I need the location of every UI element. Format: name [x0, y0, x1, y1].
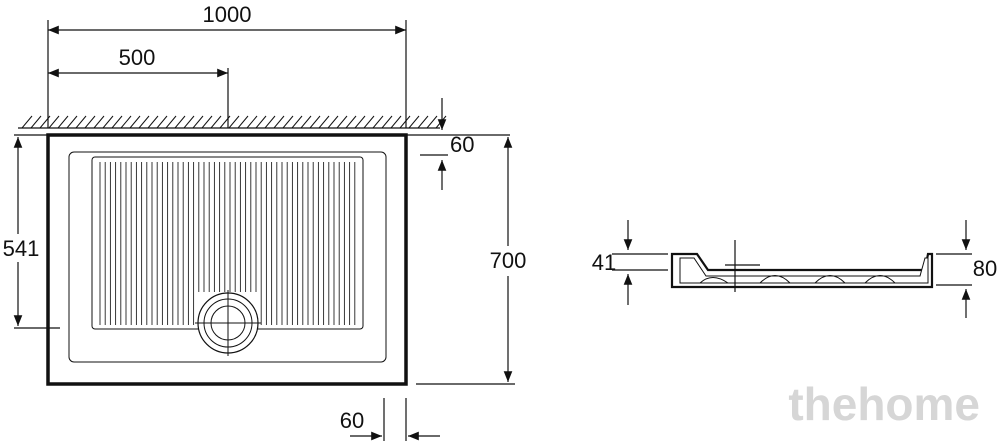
hatch-line: [102, 115, 114, 129]
hatch-line: [201, 115, 213, 129]
hatch-line: [309, 115, 321, 129]
dimension-section-height: 80: [936, 220, 997, 318]
drain-icon: [195, 290, 261, 356]
hatch-line: [138, 115, 150, 129]
hatch-line: [417, 115, 429, 129]
hatch-line: [327, 115, 339, 129]
hatch-line: [111, 115, 123, 129]
dimension-label-1000: 1000: [203, 2, 252, 27]
hatch-line: [426, 115, 438, 129]
hatch-line: [336, 115, 348, 129]
hatch-line: [282, 115, 294, 129]
dimension-rim-bottom: 60: [340, 398, 440, 441]
hatch-line: [183, 115, 195, 129]
hatch-line: [345, 115, 357, 129]
hatch-line: [210, 115, 222, 129]
tray-ribs: [99, 162, 356, 325]
dimension-label-60-top: 60: [450, 132, 474, 157]
hatch-line: [30, 115, 42, 129]
dimension-label-500: 500: [119, 45, 156, 70]
tray-top-view: [46, 133, 408, 386]
hatch-line: [156, 115, 168, 129]
hatch-line: [75, 115, 87, 129]
dimension-label-60-bottom: 60: [340, 408, 364, 433]
hatch-line: [255, 115, 267, 129]
hatch-line: [228, 115, 240, 129]
hatch-line: [246, 115, 258, 129]
hatch-line: [390, 115, 402, 129]
dimension-drain-offset: 500: [48, 45, 229, 128]
dimension-rim-top: 60: [406, 98, 510, 190]
dimension-overall-length: 700: [416, 137, 531, 385]
dimension-label-700: 700: [490, 248, 527, 273]
dimension-label-80: 80: [973, 256, 997, 281]
hatch-line: [300, 115, 312, 129]
hatch-line: [291, 115, 303, 129]
hatch-line: [66, 115, 78, 129]
hatch-line: [21, 115, 33, 129]
tray-side-section: [670, 240, 934, 292]
hatch-line: [381, 115, 393, 129]
hatch-line: [237, 115, 249, 129]
hatch-line: [48, 115, 60, 129]
wall-hatching: [18, 115, 447, 129]
hatch-line: [408, 115, 420, 129]
hatch-line: [174, 115, 186, 129]
hatch-line: [93, 115, 105, 129]
hatch-line: [192, 115, 204, 129]
hatch-line: [399, 115, 411, 129]
hatch-line: [129, 115, 141, 129]
hatch-line: [264, 115, 276, 129]
hatch-line: [57, 115, 69, 129]
hatch-line: [120, 115, 132, 129]
dimension-label-541: 541: [3, 236, 40, 261]
hatch-line: [372, 115, 384, 129]
watermark-logo: thehome: [788, 378, 980, 430]
dimension-label-41: 41: [592, 250, 616, 275]
hatch-line: [435, 115, 447, 129]
dimension-overall-width: 1000: [47, 2, 407, 128]
dimension-inner-length: 541: [0, 134, 60, 329]
hatch-line: [318, 115, 330, 129]
hatch-line: [147, 115, 159, 129]
dimension-section-depth: 41: [592, 220, 668, 305]
hatch-line: [84, 115, 96, 129]
hatch-line: [165, 115, 177, 129]
hatch-line: [273, 115, 285, 129]
hatch-line: [354, 115, 366, 129]
hatch-line: [363, 115, 375, 129]
